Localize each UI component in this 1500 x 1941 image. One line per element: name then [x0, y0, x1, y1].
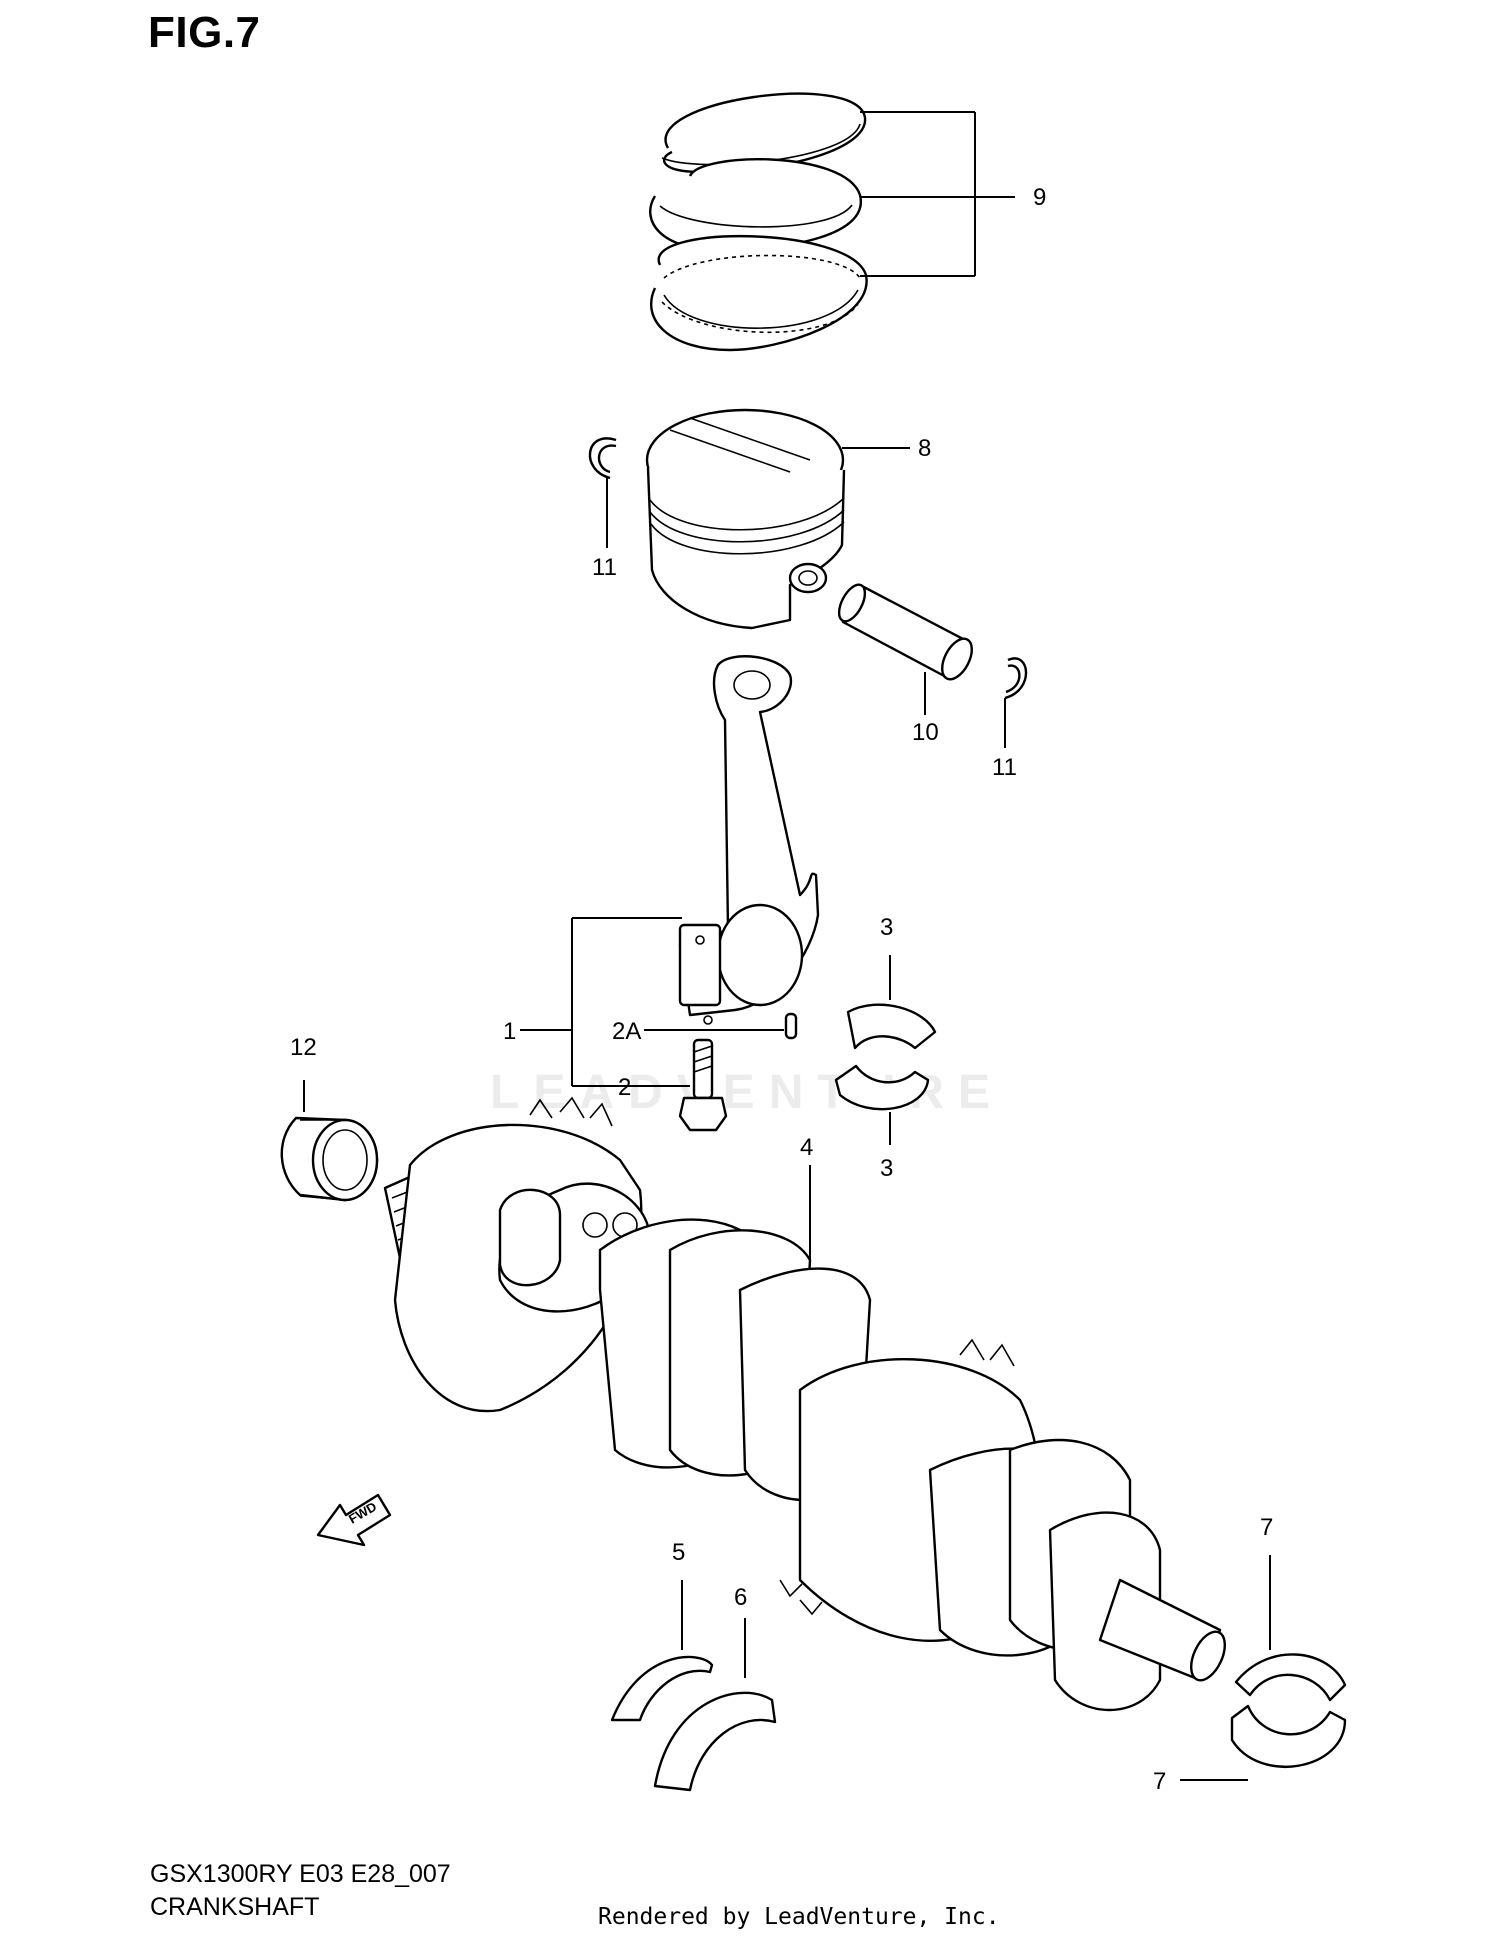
piston-pin[interactable]: [834, 581, 978, 684]
callout-2: 2: [618, 1074, 631, 1101]
crankpin-bearing-upper[interactable]: [846, 1003, 937, 1050]
callout-7-top: 7: [1260, 1514, 1273, 1541]
piston-rings[interactable]: [649, 92, 868, 352]
callout-6: 6: [734, 1584, 747, 1611]
conrod-bolt[interactable]: [678, 1038, 728, 1132]
callout-2a: 2A: [612, 1018, 641, 1045]
forward-arrow-icon: FWD: [316, 1493, 392, 1547]
journal-bearing-upper[interactable]: [1234, 1653, 1347, 1702]
journal-bearing-lower[interactable]: [1230, 1704, 1347, 1768]
needle-bearing[interactable]: [280, 1116, 379, 1202]
circlip-right[interactable]: [1004, 657, 1028, 700]
callout-8: 8: [918, 435, 931, 462]
crankpin-bearing-lower[interactable]: [834, 1064, 930, 1111]
callout-3-bottom: 3: [880, 1155, 893, 1182]
callout-10: 10: [912, 719, 939, 746]
thrust-bearing-6[interactable]: [653, 1691, 777, 1792]
figure-title: FIG.7: [148, 8, 261, 57]
connecting-rod[interactable]: [678, 655, 820, 1025]
callout-1: 1: [503, 1018, 516, 1045]
pin-2a[interactable]: [784, 1012, 798, 1040]
callout-5: 5: [672, 1539, 685, 1566]
watermark-text: LEADVENTURE: [490, 1066, 1004, 1119]
callout-11-left: 11: [592, 554, 617, 581]
callout-7-bottom: 7: [1153, 1768, 1166, 1795]
model-code: GSX1300RY E03 E28_007: [150, 1860, 451, 1888]
circlip-left[interactable]: [588, 437, 617, 480]
callout-11-right: 11: [992, 754, 1017, 781]
callout-12: 12: [290, 1034, 317, 1061]
piston[interactable]: [645, 408, 846, 630]
callout-3-top: 3: [880, 914, 893, 941]
thrust-bearing-5[interactable]: [610, 1655, 714, 1722]
callout-4: 4: [800, 1134, 813, 1161]
crankshaft[interactable]: [383, 1096, 1232, 1712]
section-name: CRANKSHAFT: [150, 1893, 320, 1921]
callout-9: 9: [1033, 184, 1046, 211]
render-credit: Rendered by LeadVenture, Inc.: [598, 1904, 1000, 1930]
